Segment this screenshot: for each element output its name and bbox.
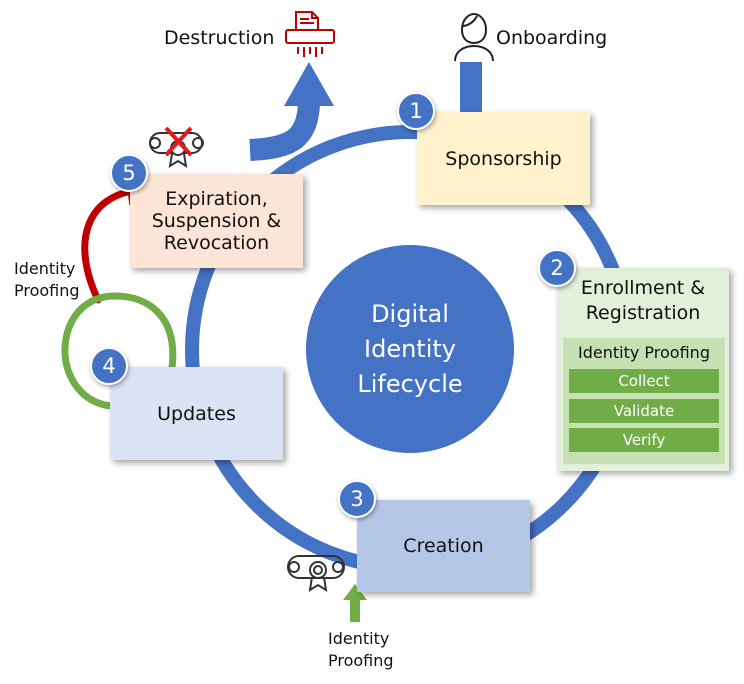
certificate-icon xyxy=(287,555,345,593)
stage-updates: Updates xyxy=(110,367,283,460)
identity-proofing-left-line1: Identity xyxy=(14,259,76,278)
stage-creation: Creation xyxy=(357,500,530,592)
proofing-step-verify: Verify xyxy=(569,428,719,452)
stage-expiration-suspension-revocation: Expiration, Suspension & Revocation xyxy=(130,174,303,268)
stage-enrollment-line1: Enrollment & xyxy=(580,277,706,299)
identity-proofing-left-line2: Proofing xyxy=(14,281,80,300)
stage-expiration-line3: Revocation xyxy=(163,232,270,254)
stage-sponsorship-label: Sponsorship xyxy=(445,147,562,170)
identity-proofing-panel: Identity Proofing Collect Validate Verif… xyxy=(563,338,725,464)
person-icon xyxy=(454,12,494,62)
identity-proofing-label-left: Identity Proofing xyxy=(14,258,80,302)
stage-updates-label: Updates xyxy=(157,402,236,425)
proofing-step-collect: Collect xyxy=(569,369,719,393)
creation-proofing-arrowhead xyxy=(343,584,367,600)
hub-line2: Identity xyxy=(364,334,456,363)
destruction-arrow xyxy=(249,102,320,161)
identity-proofing-bottom-line1: Identity xyxy=(328,629,390,648)
destruction-arrowhead xyxy=(284,62,334,106)
onboarding-arrow-shaft xyxy=(460,62,482,116)
identity-proofing-label-bottom: Identity Proofing xyxy=(328,628,394,672)
proofing-step-validate: Validate xyxy=(569,399,719,423)
revoked-certificate-icon xyxy=(149,126,204,169)
creation-proofing-arrow-shaft xyxy=(350,600,360,622)
onboarding-label: Onboarding xyxy=(496,27,608,49)
stage-3-badge: 3 xyxy=(338,480,376,518)
red-identity-proofing-arrow xyxy=(81,177,156,304)
identity-proofing-bottom-line2: Proofing xyxy=(328,651,394,670)
stage-4-badge: 4 xyxy=(90,347,128,385)
hub-line1: Digital xyxy=(371,299,449,328)
shredder-icon xyxy=(285,11,335,57)
stage-creation-label: Creation xyxy=(403,535,484,557)
identity-proofing-panel-title: Identity Proofing xyxy=(578,343,710,362)
stage-1-badge: 1 xyxy=(397,92,435,130)
stage-expiration-line1: Expiration, xyxy=(165,188,268,210)
stage-enrollment-title: Enrollment & Registration xyxy=(557,276,729,326)
lifecycle-hub: Digital Identity Lifecycle xyxy=(306,245,514,453)
hub-line3: Lifecycle xyxy=(357,369,463,398)
destruction-label: Destruction xyxy=(164,27,275,49)
stage-enrollment-line2: Registration xyxy=(585,302,701,324)
green-identity-proofing-loop xyxy=(61,292,177,421)
stage-expiration-line2: Suspension & xyxy=(151,210,282,232)
stage-5-badge: 5 xyxy=(110,154,148,192)
stage-sponsorship: Sponsorship xyxy=(417,112,590,205)
stage-2-badge: 2 xyxy=(538,249,576,287)
